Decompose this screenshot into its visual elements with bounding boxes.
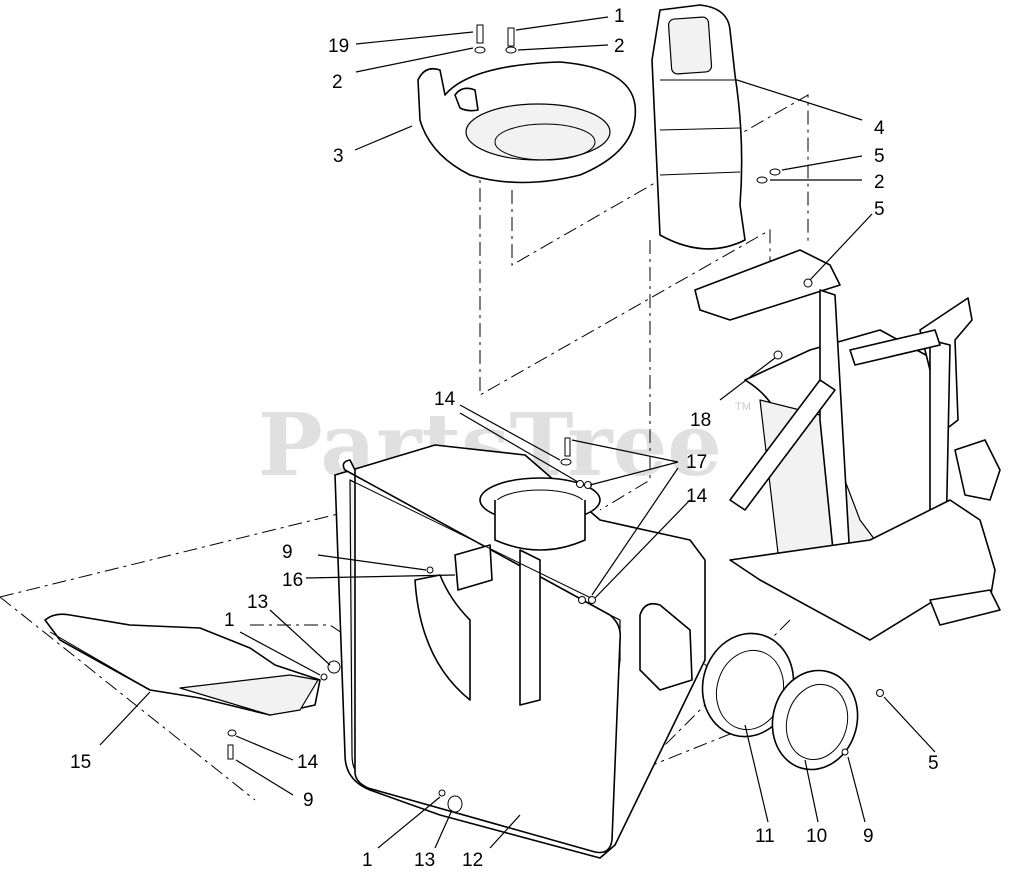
callout-5-frame: 5 (874, 199, 885, 220)
callout-14-top: 14 (434, 389, 456, 410)
callout-9-bottom-right: 9 (863, 826, 874, 847)
callout-2-right: 2 (874, 172, 885, 193)
part-frame (694, 249, 1001, 641)
callout-1-bottom: 1 (362, 850, 373, 871)
callout-19: 19 (328, 36, 349, 57)
leader-lines (99, 16, 936, 849)
hardware (227, 24, 884, 813)
callout-11: 11 (755, 826, 775, 847)
callout-5-upper: 5 (874, 146, 885, 167)
part-plate (771, 669, 859, 771)
callout-4: 4 (874, 118, 885, 139)
callout-1-left: 1 (224, 610, 235, 631)
callout-15: 15 (70, 752, 91, 773)
callout-9-housing: 9 (282, 542, 293, 563)
watermark-tm: TM (735, 401, 751, 413)
callout-10: 10 (806, 826, 827, 847)
callout-5-bottom: 5 (928, 753, 939, 774)
callout-2-top-left: 2 (332, 72, 343, 93)
callout-13-bottom: 13 (414, 850, 435, 871)
callout-1-top: 1 (614, 6, 625, 27)
callout-13-left: 13 (247, 592, 268, 613)
part-deflector (44, 613, 321, 716)
callout-16: 16 (282, 570, 303, 591)
part-chute (651, 4, 746, 250)
callout-3: 3 (333, 146, 344, 167)
part-housing (334, 444, 706, 859)
callout-18: 18 (690, 410, 711, 431)
callout-14-bottom: 14 (297, 752, 319, 773)
callout-12: 12 (462, 850, 483, 871)
part-chute-base (417, 61, 637, 184)
callout-14-right: 14 (686, 486, 708, 507)
callout-17: 17 (686, 452, 707, 473)
callout-9-bottom-left: 9 (303, 790, 314, 811)
callouts: 19 1 2 2 3 4 5 2 5 14 18 17 14 9 16 13 1… (70, 6, 939, 871)
callout-2-top-right: 2 (614, 36, 625, 57)
